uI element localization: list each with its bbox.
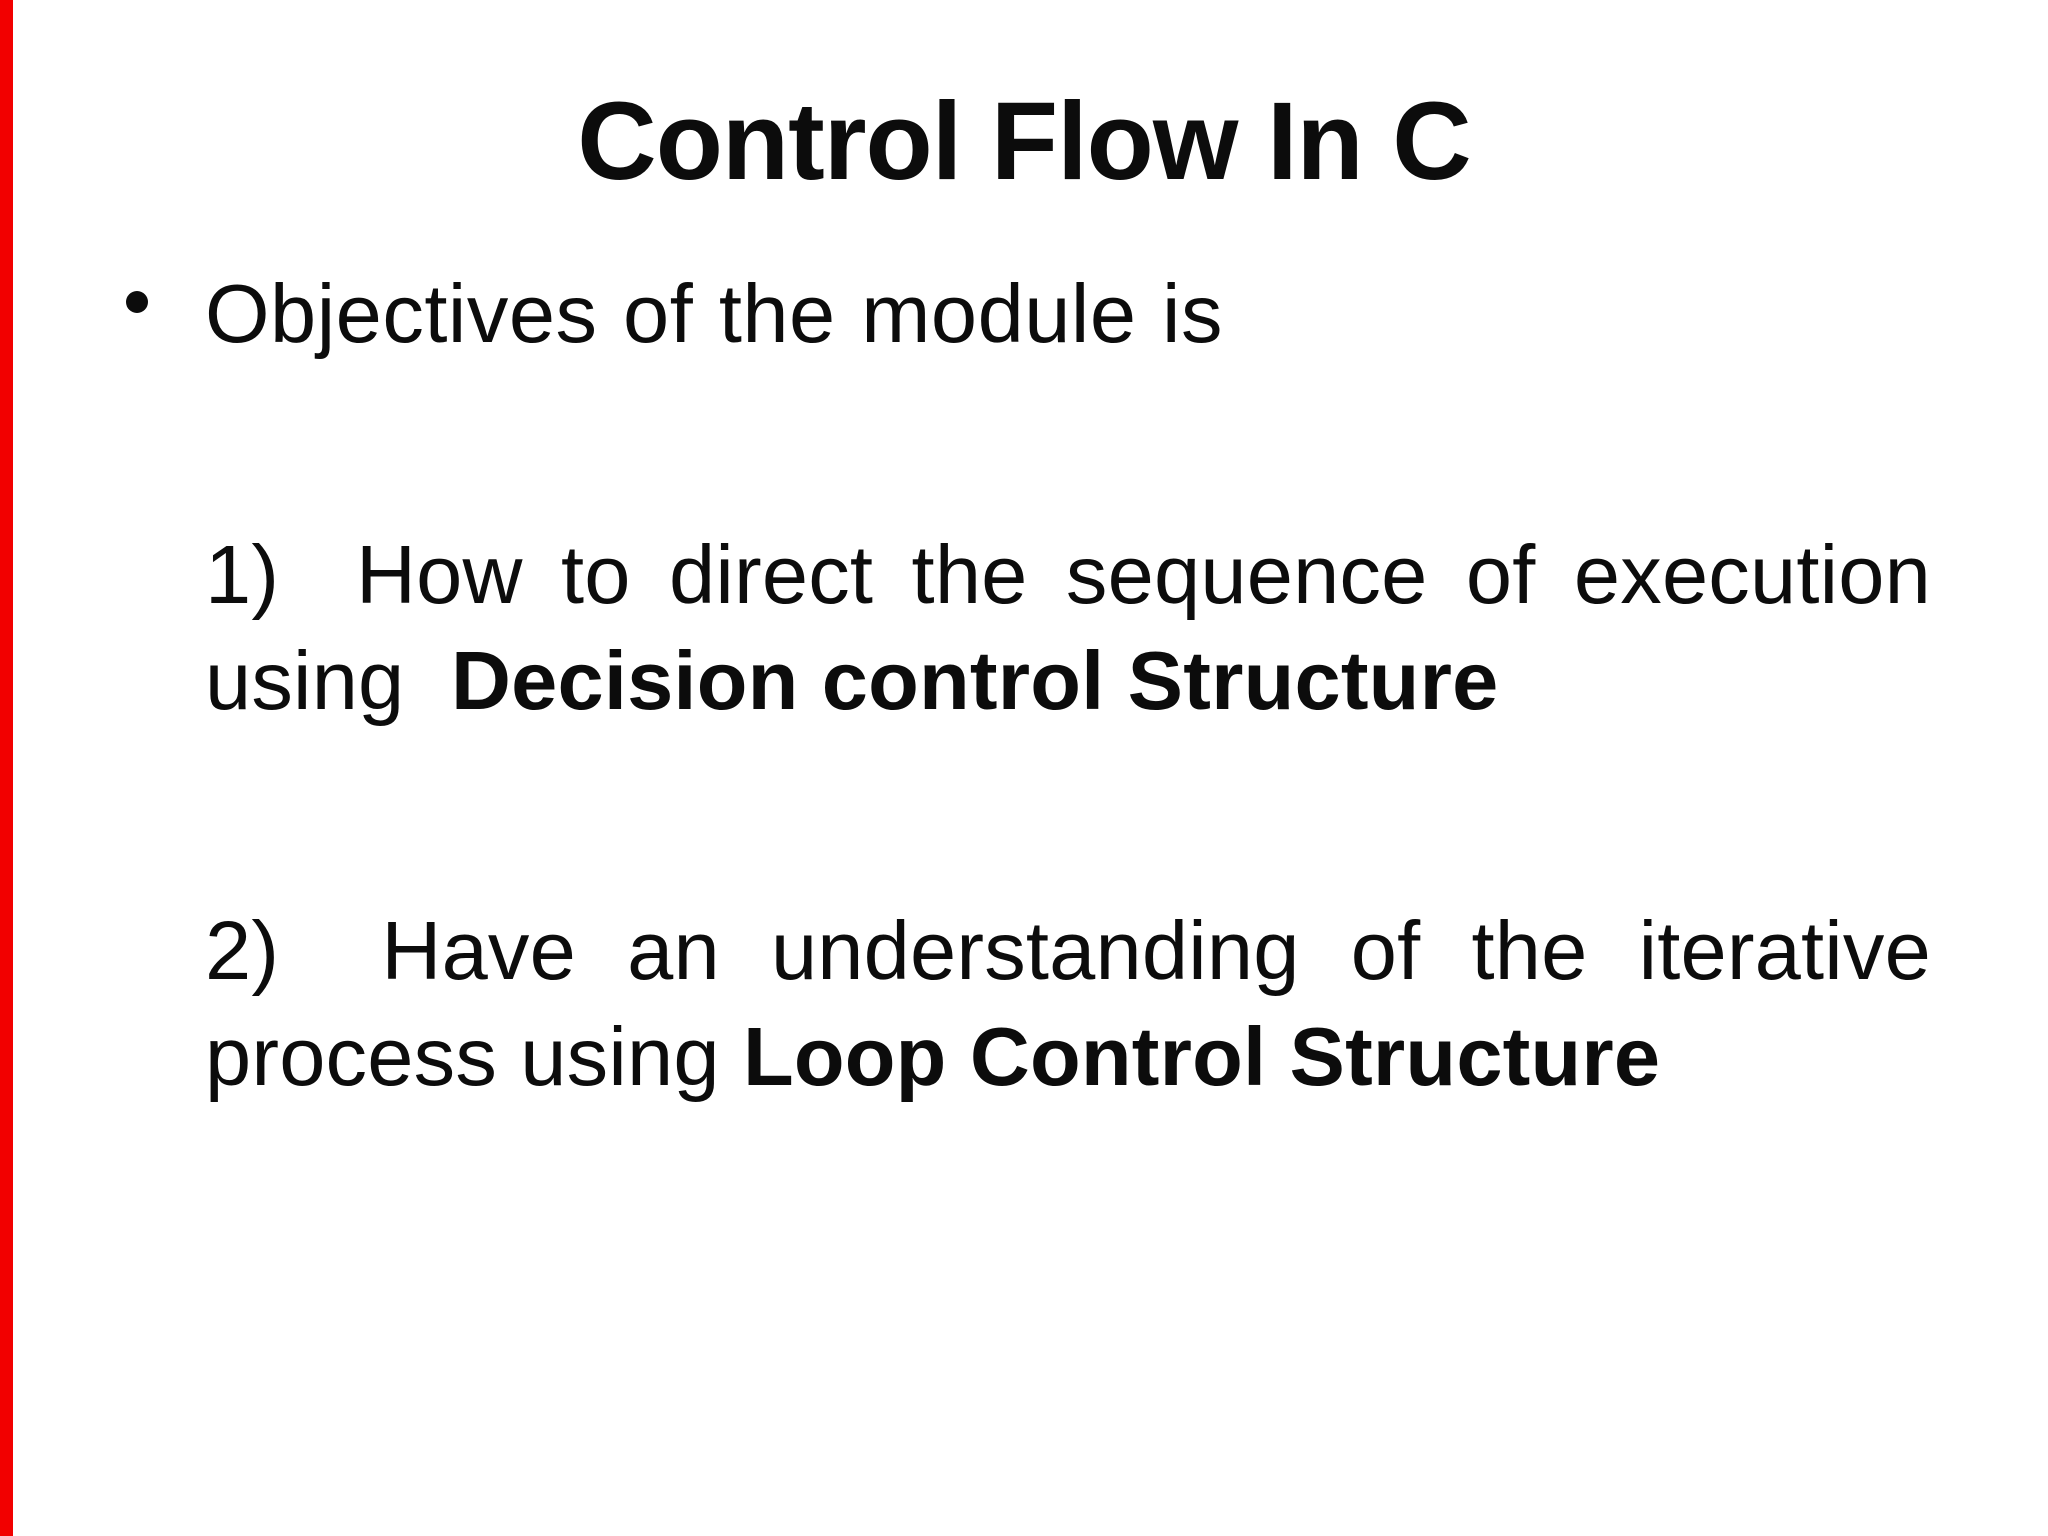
- numbered-item-2: 2) Have an understanding of the iterativ…: [205, 898, 1931, 1110]
- item-1-line-2: using Decision control Structure: [205, 628, 1931, 734]
- objectives-bullet-item: Objectives of the module is: [126, 264, 1223, 364]
- left-edge-accent-strip: [0, 0, 13, 1536]
- slide-title: Control Flow In C: [577, 80, 1471, 203]
- item-2-line-2-emphasis: Loop Control Structure: [742, 1010, 1661, 1103]
- item-2-line-2-prefix: process using: [205, 1010, 743, 1103]
- bullet-marker-icon: [126, 291, 148, 313]
- item-1-line-2-emphasis: Decision control Structure: [450, 634, 1499, 727]
- item-2-line-1: 2) Have an understanding of the iterativ…: [205, 904, 1931, 997]
- numbered-item-1: 1) How to direct the sequence of executi…: [205, 522, 1931, 734]
- item-2-line-2: process using Loop Control Structure: [205, 1004, 1931, 1110]
- item-1-line-1: 1) How to direct the sequence of executi…: [205, 528, 1931, 621]
- item-1-line-2-prefix: using: [205, 634, 451, 727]
- objectives-text: Objectives of the module is: [205, 267, 1223, 360]
